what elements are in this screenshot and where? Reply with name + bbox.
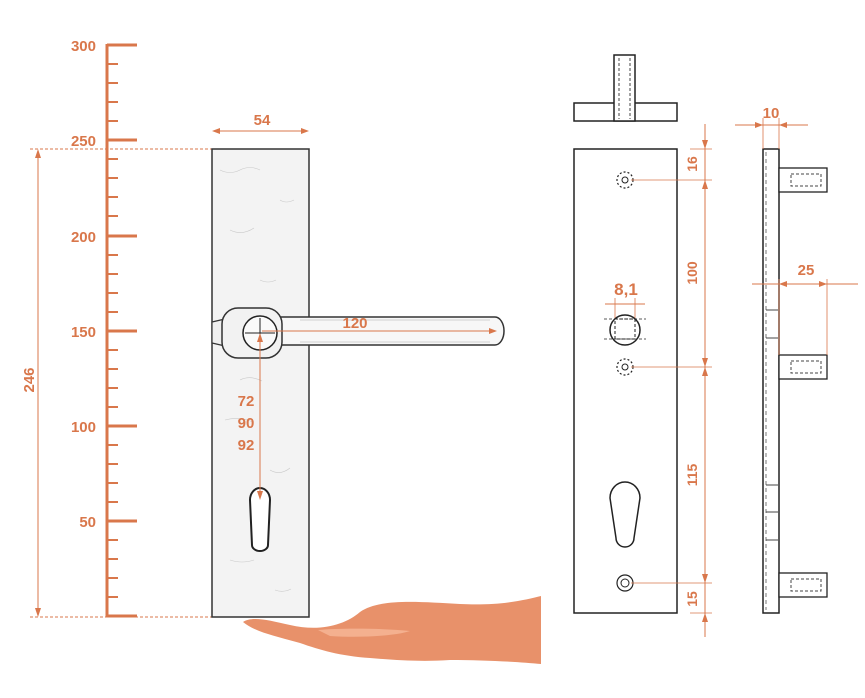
spacing-option-92: 92 xyxy=(238,437,255,454)
spindle-size-dimension xyxy=(605,298,645,318)
ruler-label-50: 50 xyxy=(79,514,96,531)
measurement-ruler xyxy=(105,43,137,618)
screw-hole-bottom-icon xyxy=(616,574,634,592)
keyhole-icon xyxy=(248,487,272,552)
spacing-option-72: 72 xyxy=(238,393,255,410)
plate-view: 8,1 16 100 115 15 xyxy=(573,54,712,637)
plate-texture xyxy=(219,167,295,592)
lever-length-label: 120 xyxy=(342,315,367,332)
hole-spacing-lower-label: 115 xyxy=(684,463,700,486)
ruler-label-200: 200 xyxy=(71,229,96,246)
ruler-tick-labels: 300 250 200 150 100 50 xyxy=(71,38,96,531)
side-plate-outline xyxy=(762,148,780,614)
spindle-hole-icon xyxy=(604,314,646,346)
side-stud-middle xyxy=(778,354,828,380)
ruler-label-300: 300 xyxy=(71,38,96,55)
plate-thickness-dimension xyxy=(735,118,808,149)
hole-offset-bottom-label: 15 xyxy=(684,591,700,607)
plate-width-dimension xyxy=(212,128,309,134)
hand-icon xyxy=(243,596,541,664)
plate-thickness-label: 10 xyxy=(763,105,780,122)
side-stud-bottom xyxy=(778,572,828,598)
spindle-projection-dimension xyxy=(752,279,858,355)
plate-width-label: 54 xyxy=(254,112,271,129)
spindle-projection-label: 25 xyxy=(798,262,815,279)
spacing-option-90: 90 xyxy=(238,415,255,432)
ruler-label-150: 150 xyxy=(71,324,96,341)
front-view: 54 120 72 90 92 xyxy=(211,112,505,618)
spindle-top-view xyxy=(613,54,636,122)
hole-offset-top-label: 16 xyxy=(684,156,700,172)
center-distance-dimension xyxy=(257,333,263,500)
spindle-size-label: 8,1 xyxy=(614,280,638,299)
side-plate-marks xyxy=(766,309,778,541)
cylinder-keyhole-icon xyxy=(609,481,641,548)
lever-length-dimension xyxy=(262,328,497,334)
screw-hole-middle-icon xyxy=(616,358,634,376)
ruler-label-250: 250 xyxy=(71,133,96,150)
side-stud-top xyxy=(778,167,828,193)
ruler-label-100: 100 xyxy=(71,419,96,436)
hole-spacing-dimensions xyxy=(631,124,712,637)
side-view: 10 25 xyxy=(735,105,858,614)
overall-height-dimension xyxy=(30,148,213,618)
hole-spacing-upper-label: 100 xyxy=(684,261,700,285)
overall-height-label: 246 xyxy=(21,367,38,392)
screw-hole-top-icon xyxy=(616,171,634,189)
